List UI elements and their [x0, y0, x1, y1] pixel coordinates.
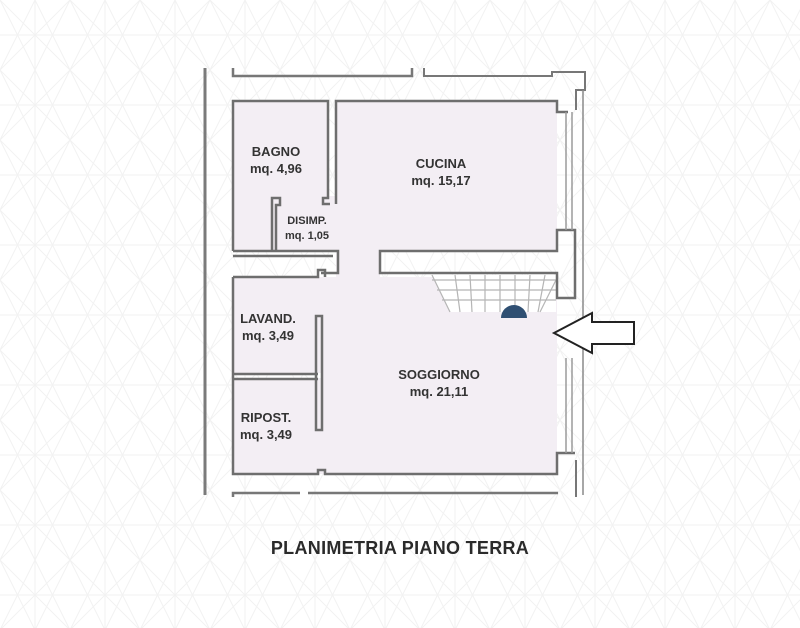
room-name: LAVAND.	[240, 311, 296, 326]
room-name: SOGGIORNO	[398, 367, 480, 382]
room-area: mq. 4,96	[249, 161, 303, 176]
right-facade	[565, 90, 584, 495]
room-label-bagno: BAGNO mq. 4,96	[250, 143, 302, 177]
arrow-left-icon	[551, 311, 635, 355]
room-name: DISIMP.	[287, 215, 327, 227]
room-name: BAGNO	[251, 144, 301, 159]
stairs	[431, 274, 557, 313]
room-label-soggiorno: SOGGIORNO mq. 21,11	[398, 366, 480, 400]
room-label-disimp: DISIMP. mq. 1,05	[285, 214, 329, 244]
room-area: mq. 21,11	[409, 384, 469, 399]
interior-walls	[231, 99, 577, 476]
room-area: mq. 15,17	[411, 173, 471, 188]
plan-title: PLANIMETRIA PIANO TERRA	[270, 538, 530, 558]
room-fills	[233, 101, 557, 474]
room-name: CUCINA	[415, 156, 467, 171]
entrance-marker-icon	[501, 305, 527, 318]
room-area: mq. 1,05	[284, 230, 330, 242]
room-label-ripost: RIPOST. mq. 3,49	[240, 409, 292, 443]
room-area: mq. 3,49	[239, 427, 293, 442]
room-label-cucina: CUCINA mq. 15,17	[411, 155, 470, 189]
room-name: RIPOST.	[240, 410, 292, 425]
room-area: mq. 3,49	[241, 328, 295, 343]
room-label-lavand: LAVAND. mq. 3,49	[240, 310, 296, 344]
